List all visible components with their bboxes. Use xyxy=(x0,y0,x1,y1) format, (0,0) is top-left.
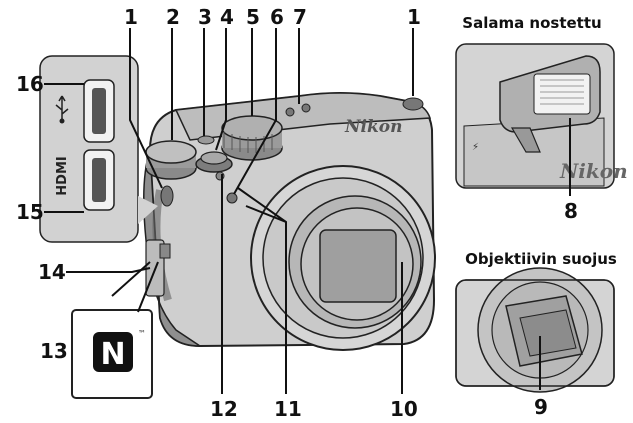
nfc-trademark: ™ xyxy=(138,329,146,338)
callout-7: 7 xyxy=(293,5,307,29)
leader-lines xyxy=(44,28,571,394)
callout-9: 9 xyxy=(534,395,548,419)
callout-2: 2 xyxy=(166,5,180,29)
callout-13: 13 xyxy=(40,339,68,363)
callout-10: 10 xyxy=(390,397,418,421)
lens-barrel xyxy=(250,165,436,351)
mode-dial xyxy=(221,115,283,161)
callout-16: 16 xyxy=(16,72,44,96)
strap-eyelet-left xyxy=(160,185,174,207)
shutter-release-button xyxy=(195,151,233,173)
af-assist-lamp xyxy=(226,192,238,204)
callout-14: 14 xyxy=(38,260,66,284)
lens-cover-panel-title: Objektiivin suojus xyxy=(465,250,617,268)
flash-panel-title: Salama nostettu xyxy=(462,14,601,32)
callout-15: 15 xyxy=(16,200,44,224)
callout-4: 4 xyxy=(220,5,234,29)
callout-8: 8 xyxy=(564,199,578,223)
lens-cover-panel xyxy=(455,267,615,393)
callout-12: 12 xyxy=(210,397,238,421)
microphone-2 xyxy=(301,103,311,113)
callout-1-left: 1 xyxy=(124,5,138,29)
callout-3: 3 xyxy=(198,5,212,29)
callout-numbers: 1 2 3 4 5 6 7 1 8 9 10 11 12 13 14 15 16 xyxy=(16,5,578,421)
hdmi-icon: HDMI xyxy=(55,156,70,195)
lens-cover xyxy=(319,229,397,303)
callout-11: 11 xyxy=(274,397,302,421)
nfc-mark: N ™ xyxy=(71,261,159,399)
flash-panel: Nikon ⚡ xyxy=(455,43,628,189)
callout-6: 6 xyxy=(270,5,284,29)
callout-1-right: 1 xyxy=(407,5,421,29)
power-switch xyxy=(197,135,215,145)
microphone xyxy=(285,107,295,117)
nfc-letter: N xyxy=(100,337,125,372)
flash-icon: ⚡ xyxy=(472,142,479,153)
command-dial xyxy=(145,140,197,180)
strap-eyelet-right xyxy=(402,97,424,111)
nfc-icon xyxy=(93,332,133,372)
port-panel: HDMI xyxy=(39,55,158,243)
usb-icon xyxy=(55,95,69,124)
nfc-antenna-area xyxy=(159,243,171,259)
brand-logo: Nikon xyxy=(344,117,402,137)
callout-5: 5 xyxy=(246,5,260,29)
